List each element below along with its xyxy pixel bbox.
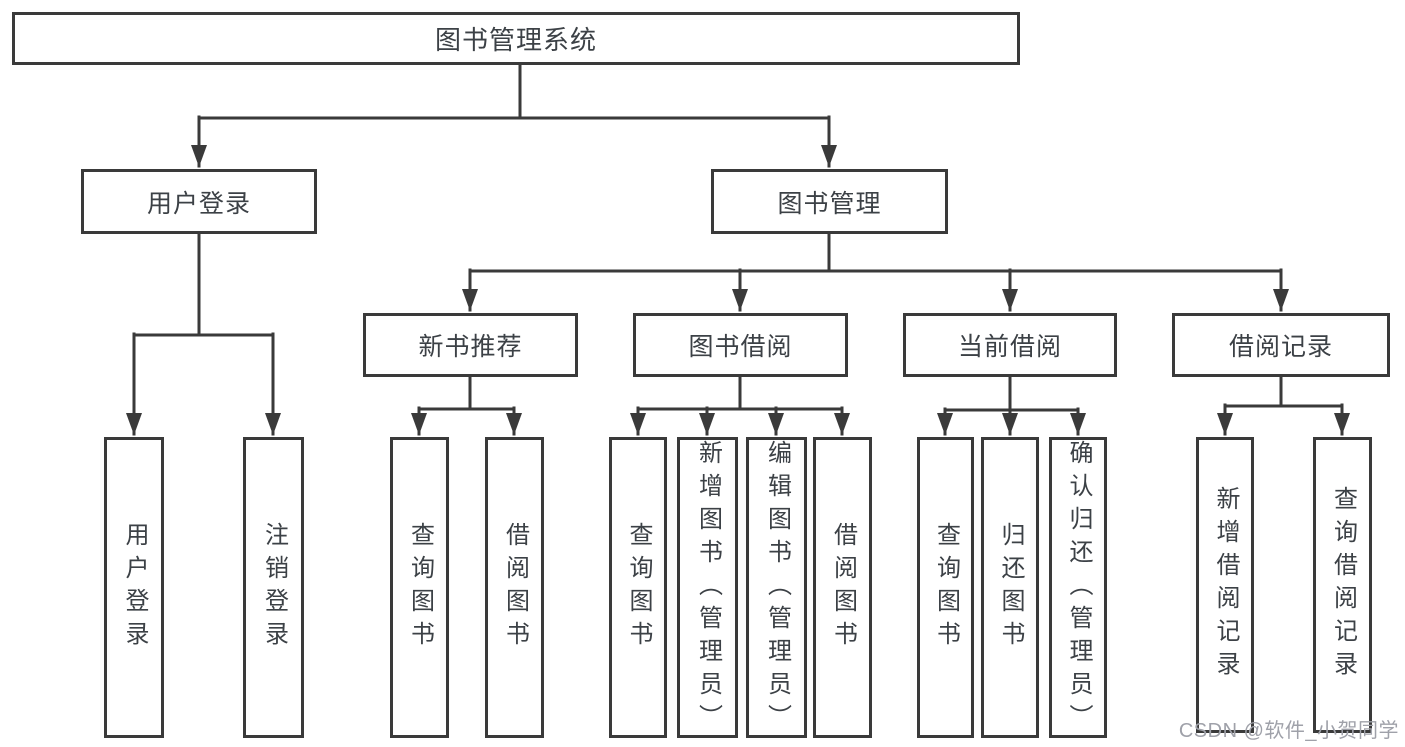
leaf-query-books-current: 查询图书 [917,437,974,738]
leaf-user-login: 用户登录 [104,437,164,738]
node-label: 新书推荐 [418,333,523,361]
node-label: 注销登录 [260,521,288,654]
leaf-return-book: 归还图书 [981,437,1039,738]
node-label: 借阅记录 [1228,333,1333,361]
node-label: 查询借阅记录 [1329,486,1357,684]
node-label: 新增图书（管理员） [694,440,722,737]
node-book-management: 图书管理 [711,169,948,234]
node-book-borrowing: 图书借阅 [633,313,848,377]
node-label: 用户登录 [121,521,148,654]
node-label: 借阅图书 [829,521,857,654]
node-borrowing-records: 借阅记录 [1172,313,1390,377]
node-label: 编辑图书（管理员） [763,440,791,737]
connector-login-split [132,231,275,337]
leaf-logout: 注销登录 [243,437,304,738]
node-label: 图书管理 [777,189,882,218]
leaf-add-book-admin: 新增图书（管理员） [677,437,738,738]
node-label: 图书管理系统 [434,25,597,55]
node-label: 查询图书 [406,521,434,654]
csdn-watermark: CSDN @软件_小贺同学 [1178,720,1399,742]
connector-recommend-split [417,374,516,411]
leaf-query-borrow-record: 查询借阅记录 [1313,437,1372,733]
connector-root-split [197,62,831,120]
node-label: 查询图书 [932,521,960,654]
node-label: 新增借阅记录 [1212,486,1239,684]
leaf-borrow-books-recommend: 借阅图书 [485,437,544,738]
leaf-add-borrow-record: 新增借阅记录 [1196,437,1254,733]
leaf-confirm-return-admin: 确认归还（管理员） [1049,437,1107,738]
connector-management-split [468,232,1283,273]
leaf-query-books-recommend: 查询图书 [390,437,449,738]
node-label: 图书借阅 [688,333,793,361]
node-user-login: 用户登录 [81,169,317,234]
node-label: 用户登录 [146,189,251,218]
leaf-borrow-books-borrowing: 借阅图书 [813,437,872,738]
node-book-management-system: 图书管理系统 [12,12,1020,65]
node-label: 借阅图书 [501,521,529,654]
connector-borrow-split [636,374,844,411]
node-current-borrowing: 当前借阅 [903,313,1117,377]
connector-records-split [1223,374,1344,408]
connector-current-split [943,374,1080,412]
leaf-edit-book-admin: 编辑图书（管理员） [746,437,807,738]
node-label: 当前借阅 [957,333,1062,361]
node-new-book-recommend: 新书推荐 [363,313,578,377]
node-label: 归还图书 [997,521,1024,654]
node-label: 确认归还（管理员） [1065,440,1092,737]
node-label: 查询图书 [625,521,652,654]
leaf-query-books-borrowing: 查询图书 [609,437,667,738]
